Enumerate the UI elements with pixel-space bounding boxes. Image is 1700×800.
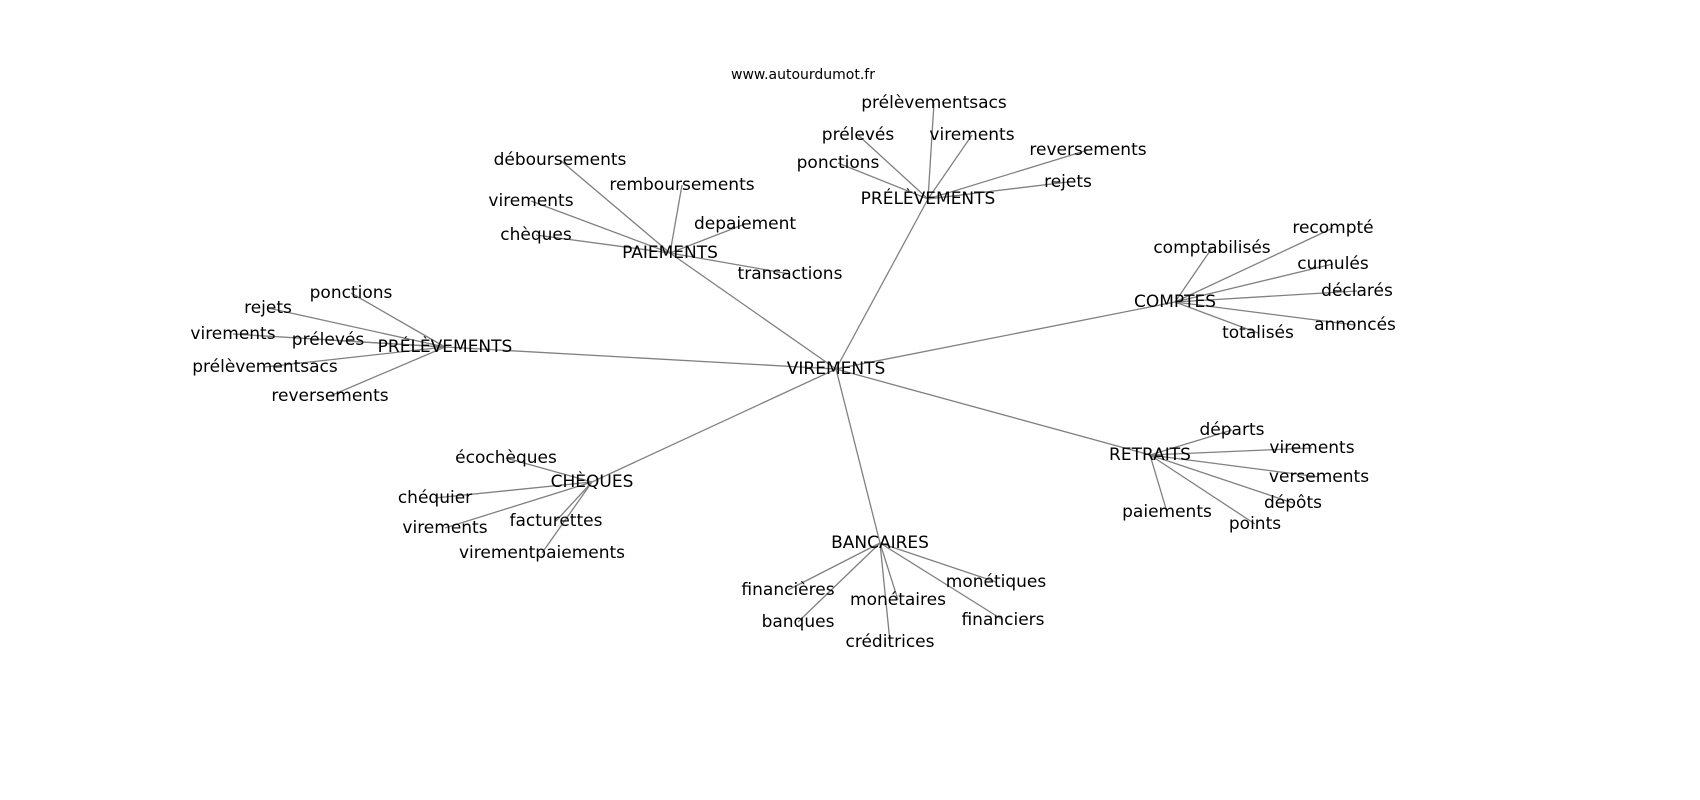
edge-cluster-to-leaf [1149,447,1313,456]
edge-cluster-to-leaf [264,346,446,368]
leaf-node-label: virements [929,125,1014,145]
leaf-node-label: virements [1269,438,1354,458]
edge-center-to-cluster [835,368,1151,456]
edge-center-to-cluster [669,252,837,370]
leaf-node-label: comptabilisés [1153,238,1270,258]
leaf-node-label: virements [402,518,487,538]
cluster-node-label: PRÉLÈVEMENTS [861,187,996,209]
edge-cluster-to-leaf [267,307,446,348]
leaf-node-label: facturettes [510,511,603,531]
edge-cluster-to-leaf [329,346,446,397]
edge-cluster-to-leaf [505,457,593,483]
leaf-node-label: chèques [500,225,572,245]
edge-cluster-to-leaf [1149,454,1168,513]
leaf-node-label: financières [741,580,834,600]
edge-cluster-to-leaf [669,184,683,254]
edge-cluster-to-leaf [927,149,1089,200]
leaf-node-label: paiements [1122,502,1212,522]
edge-cluster-to-leaf [1149,454,1256,525]
edge-cluster-to-leaf [444,481,593,529]
leaf-node-label: monétaires [850,590,946,610]
leaf-node-label: recompté [1292,218,1373,238]
leaf-node-label: rejets [244,298,292,318]
edge-cluster-to-leaf [1174,227,1334,303]
leaf-node-label: chéquier [398,488,472,508]
leaf-node-label: écochèques [455,448,557,468]
edge-cluster-to-leaf [797,542,881,623]
edge-cluster-to-leaf [927,134,973,200]
edge-cluster-to-leaf [1174,301,1356,326]
edge-cluster-to-leaf [541,481,593,554]
edge-cluster-to-leaf [535,234,671,254]
leaf-node-label: ponctions [797,153,880,173]
leaf-node-label: rejets [1044,172,1092,192]
cluster-node-label: PAIEMENTS [622,243,718,263]
edge-cluster-to-leaf [879,542,997,583]
cluster-node-label: PRÉLÈVEMENTS [378,335,513,357]
edge-cluster-to-leaf [1174,263,1334,303]
edge-center-to-cluster [835,198,929,370]
edge-cluster-to-leaf [669,252,791,275]
node-labels: VIREMENTS déboursements remboursements vire… [190,93,1396,652]
leaf-node-label: virementpaiements [459,543,625,563]
leaf-node-label: virements [488,191,573,211]
edge-cluster-to-leaf [559,159,671,254]
cluster-node-label: BANCAIRES [831,533,929,553]
leaf-node-label: prélèvementsacs [861,93,1007,113]
leaf-node-label: prélèvementsacs [192,357,338,377]
leaf-node-label: virements [190,324,275,344]
cluster-node-label: COMPTES [1134,292,1216,312]
edge-cluster-to-leaf [434,481,593,499]
edge-cluster-to-leaf [1149,454,1320,478]
leaf-node-label: monétiques [946,572,1047,592]
edge-cluster-to-leaf [555,481,593,522]
edge-cluster-to-leaf [1149,429,1233,456]
edge-cluster-to-leaf [879,542,899,601]
edge-cluster-to-leaf [787,542,881,591]
edge-cluster-to-leaf [1174,290,1358,303]
edge-center-to-cluster [835,368,881,544]
leaf-node-label: remboursements [609,175,754,195]
edge-cluster-to-leaf [1174,301,1259,334]
edge-cluster-to-leaf [530,200,671,254]
leaf-node-label: depaiement [694,214,796,234]
leaf-node-label: points [1229,514,1281,534]
leaf-node-label: banques [762,612,835,632]
center-node-label: VIREMENTS [787,359,886,379]
edge-cluster-to-leaf [1174,247,1213,303]
edge-cluster-to-leaf [879,542,891,643]
leaf-node-label: reversements [271,386,388,406]
edge-center-to-cluster [444,346,837,370]
cluster-node-label: RETRAITS [1109,445,1191,465]
leaf-node-label: ponctions [310,283,393,303]
leaf-node-label: versements [1269,467,1369,487]
edge-cluster-to-leaf [1149,454,1294,504]
cluster-node-label: CHÈQUES [551,470,634,492]
leaf-node-label: départs [1200,420,1265,440]
edges [232,102,1358,643]
leaf-node-label: prélevés [292,330,365,350]
leaf-node-label: transactions [738,264,843,284]
leaf-node-label: créditrices [846,632,935,652]
site-watermark-title: www.autourdumot.fr [731,67,875,83]
leaf-node-label: financiers [961,610,1044,630]
leaf-node-label: déboursements [494,150,627,170]
edge-center-to-cluster [591,368,837,483]
leaf-node-label: reversements [1029,140,1146,160]
leaf-node-label: déclarés [1321,281,1393,301]
edge-cluster-to-leaf [327,339,446,348]
edge-cluster-to-leaf [927,102,935,200]
edge-center-to-cluster [835,301,1176,370]
edge-cluster-to-leaf [669,223,746,254]
leaf-node-label: totalisés [1222,323,1294,343]
leaf-node-label: dépôts [1264,493,1322,513]
edge-cluster-to-leaf [879,542,1004,621]
edge-cluster-to-leaf [350,292,446,348]
leaf-node-label: prélevés [822,125,895,145]
edge-cluster-to-leaf [857,134,929,200]
leaf-node-label: annoncés [1314,315,1396,335]
edge-cluster-to-leaf [927,181,1069,200]
leaf-node-label: cumulés [1297,254,1369,274]
edge-cluster-to-leaf [837,162,929,200]
